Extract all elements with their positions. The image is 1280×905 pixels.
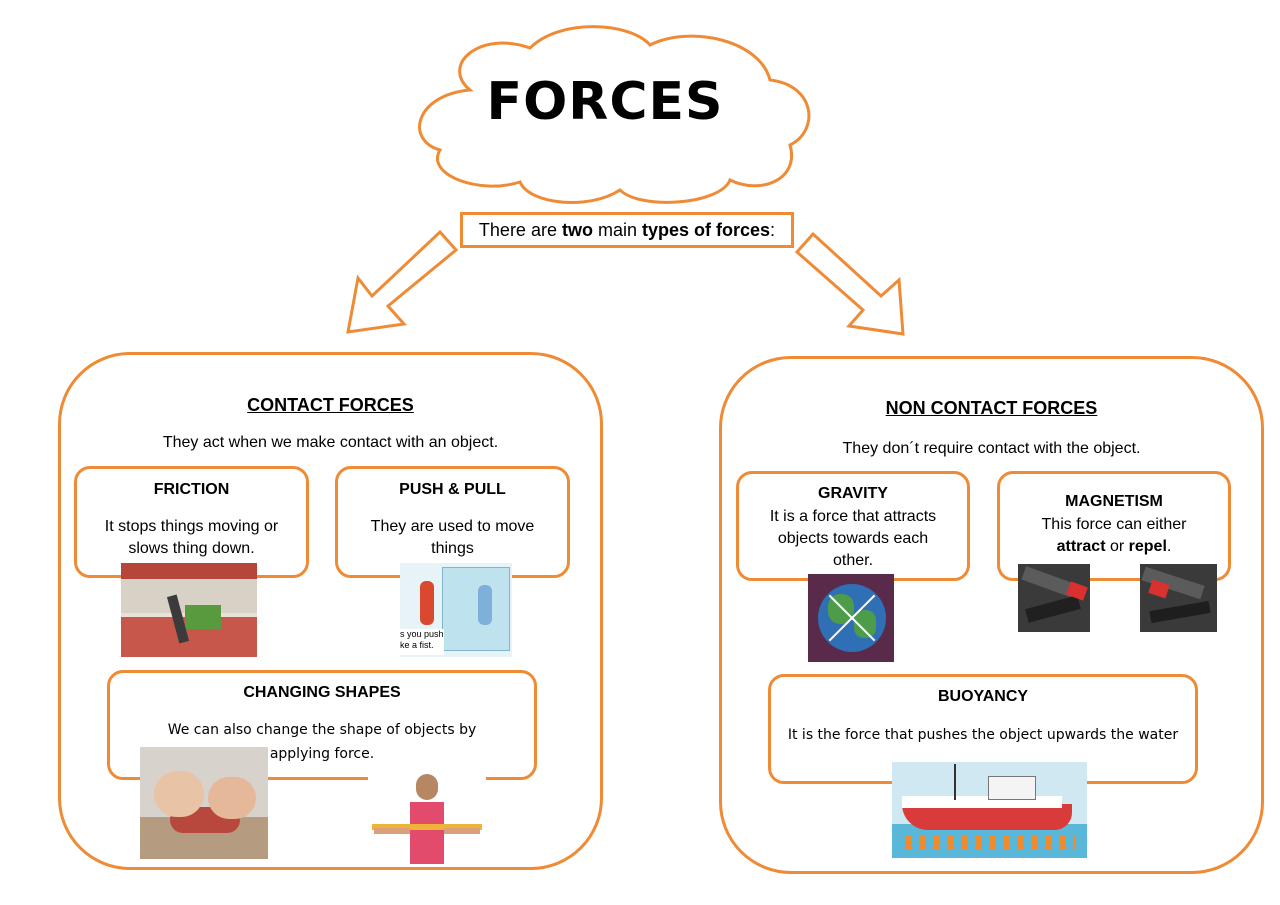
- friction-image: [121, 563, 257, 657]
- page-title: FORCES: [486, 72, 724, 132]
- changing-shapes-text: We can also change the shape of objects …: [167, 722, 477, 762]
- intro-bold-two: two: [561, 220, 593, 240]
- arrow-left-icon: [346, 229, 459, 334]
- magnets-attract-image: [1018, 564, 1090, 632]
- push-image-caption: s you push ke a fist.: [400, 629, 444, 655]
- push-pull-title: PUSH & PULL: [399, 481, 506, 498]
- intro-box: There are two main types of forces:: [460, 212, 794, 248]
- magnetism-box: [997, 471, 1231, 581]
- friction-box: [74, 466, 309, 578]
- changing-shapes-title: CHANGING SHAPES: [243, 684, 401, 701]
- intro-text-before: There are: [478, 220, 562, 240]
- friction-text: It stops things moving or slows thing do…: [104, 518, 279, 557]
- push-pull-box: [335, 466, 570, 578]
- arrow-right-icon: [794, 231, 905, 336]
- friction-title: FRICTION: [153, 481, 230, 498]
- stretch-band-image: [368, 772, 486, 864]
- gravity-box: [736, 471, 970, 581]
- magnetism-attract: attract: [1056, 538, 1106, 555]
- buoyancy-text: It is the force that pushes the object u…: [787, 727, 1179, 743]
- magnets-repel-image: [1140, 564, 1217, 632]
- contact-forces-description: They act when we make contact with an ob…: [162, 434, 499, 451]
- magnetism-repel: repel: [1128, 538, 1167, 555]
- non-contact-forces-heading: NON CONTACT FORCES: [885, 398, 1098, 418]
- magnetism-text: This force can either attract or repel.: [1017, 514, 1211, 558]
- boat-buoyancy-image: [892, 762, 1087, 858]
- magnetism-title: MAGNETISM: [1065, 493, 1163, 510]
- push-pull-image: s you push ke a fist.: [400, 563, 512, 657]
- non-contact-forces-description: They don´t require contact with the obje…: [842, 440, 1141, 457]
- intro-text-after: :: [770, 220, 776, 240]
- intro-text-mid: main: [592, 220, 642, 240]
- buoyancy-title: BUOYANCY: [937, 688, 1029, 705]
- contact-forces-heading: CONTACT FORCES: [247, 395, 414, 415]
- dough-image: [140, 747, 268, 859]
- magnetism-text-mid: or: [1105, 538, 1129, 555]
- magnetism-text-before: This force can either: [1041, 516, 1187, 533]
- magnetism-text-after: .: [1166, 538, 1172, 555]
- push-pull-text: They are used to move things: [370, 518, 535, 557]
- intro-bold-types: types of forces: [642, 220, 771, 240]
- gravity-title: GRAVITY: [818, 485, 888, 502]
- earth-gravity-image: [808, 574, 894, 662]
- gravity-text: It is a force that attracts objects towa…: [769, 508, 937, 569]
